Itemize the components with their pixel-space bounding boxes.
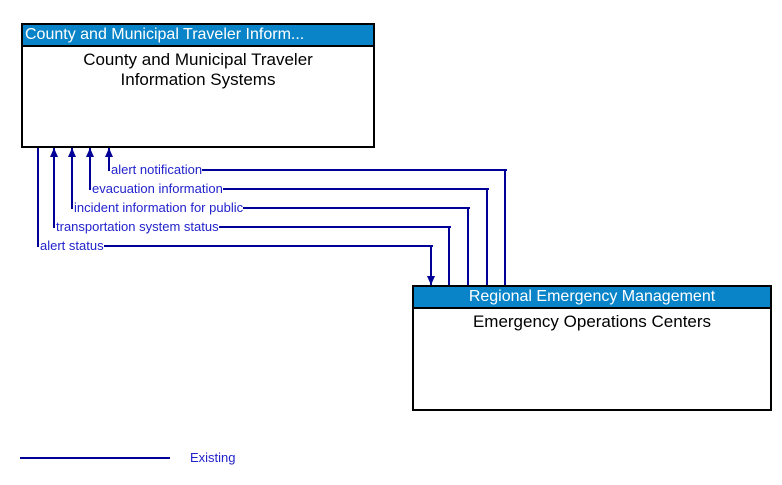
- arrowhead-up-icon: [86, 148, 94, 157]
- flow-label-alert-notification[interactable]: alert notification: [111, 162, 203, 177]
- flow-line-vertical-right: [430, 245, 432, 285]
- entity-subtitle: Emergency Operations Centers: [472, 312, 712, 331]
- flow-line-vertical-right: [448, 226, 450, 285]
- flow-line-vertical-left: [71, 148, 73, 209]
- entity-subtitle: County and Municipal Traveler Informatio…: [83, 50, 313, 89]
- flow-line-horizontal: [222, 188, 489, 190]
- flow-label-alert-status[interactable]: alert status: [40, 238, 104, 253]
- flow-line-row: alert notification: [111, 161, 507, 179]
- flow-line-vertical-left: [108, 148, 110, 171]
- entity-title-bar: County and Municipal Traveler Inform...: [23, 25, 373, 47]
- flow-line-horizontal: [202, 169, 507, 171]
- arrowhead-up-icon: [68, 148, 76, 157]
- legend-existing-label: Existing: [190, 450, 236, 465]
- flow-line-vertical-left: [37, 148, 39, 247]
- flow-line-row: incident information for public: [74, 199, 470, 217]
- arrowhead-up-icon: [50, 148, 58, 157]
- entity-title: Regional Emergency Management: [468, 288, 716, 305]
- entity-title: County and Municipal Traveler Inform...: [25, 26, 305, 43]
- flow-line-vertical-left: [89, 148, 91, 190]
- entity-box-county-municipal-traveler-info[interactable]: County and Municipal Traveler Inform... …: [21, 23, 375, 148]
- flow-label-transportation-system-status[interactable]: transportation system status: [56, 219, 219, 234]
- flow-line-vertical-right: [504, 169, 506, 285]
- flow-line-row: evacuation information: [92, 180, 489, 198]
- flow-line-vertical-right: [467, 207, 469, 285]
- arrowhead-down-icon: [427, 276, 435, 285]
- flow-label-incident-information-for-public[interactable]: incident information for public: [74, 200, 244, 215]
- flow-label-evacuation-information[interactable]: evacuation information: [92, 181, 223, 196]
- entity-box-regional-emergency-management[interactable]: Regional Emergency Management Emergency …: [412, 285, 772, 411]
- flow-line-horizontal: [103, 245, 433, 247]
- flow-line-horizontal: [243, 207, 470, 209]
- flow-line-vertical-right: [486, 188, 488, 285]
- arrowhead-up-icon: [105, 148, 113, 157]
- entity-title-bar: Regional Emergency Management: [414, 287, 770, 309]
- flow-line-vertical-left: [53, 148, 55, 228]
- flow-line-row: transportation system status: [56, 218, 451, 236]
- flow-line-horizontal: [218, 226, 451, 228]
- legend-existing-line: [20, 457, 170, 459]
- flow-line-row: alert status: [40, 237, 433, 255]
